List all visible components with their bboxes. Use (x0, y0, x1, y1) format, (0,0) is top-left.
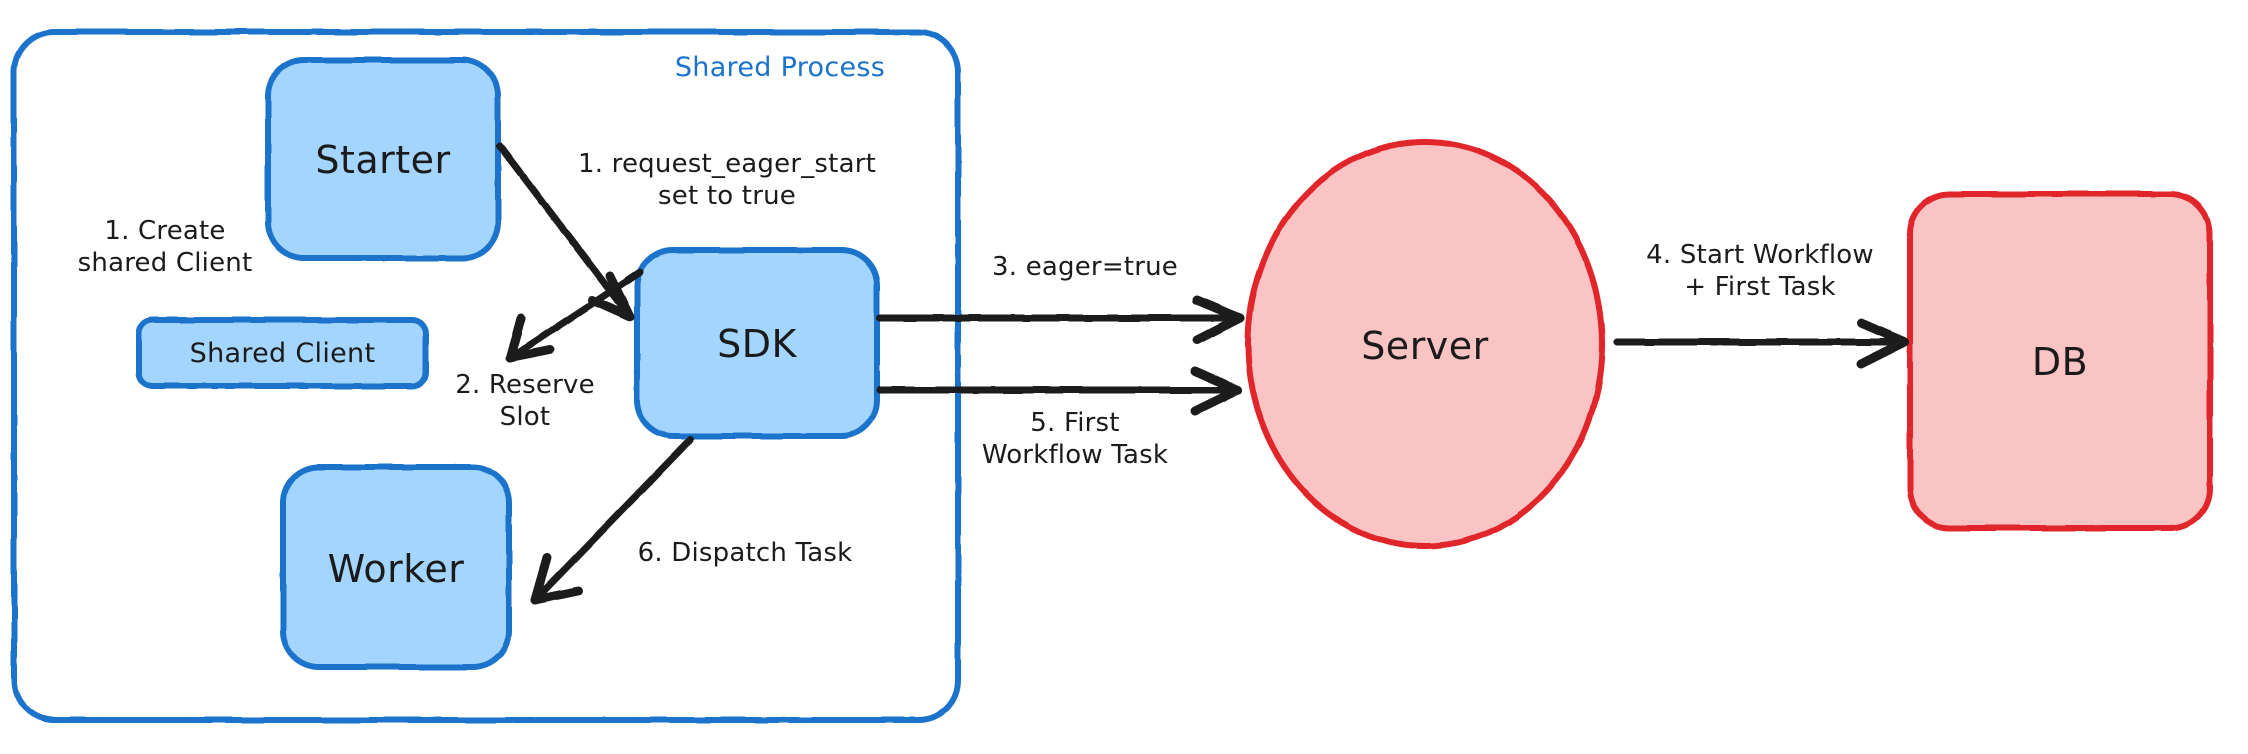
node-sdk-shape (634, 247, 880, 439)
node-shared-client[interactable] (139, 320, 426, 386)
node-sdk[interactable] (637, 250, 877, 436)
node-worker[interactable] (283, 467, 509, 667)
edge-sdk-to-worker-reserve-slot-arrow (505, 268, 644, 363)
edge-label-request-eager-start: 1. request_eager_start set to true (578, 149, 876, 211)
edge-sdk-to-server-eager-arrow (876, 295, 1245, 345)
edge-sdk-to-worker-dispatch-task-arrow (530, 436, 694, 605)
shared-process-group (11, 29, 961, 723)
node-db[interactable] (1910, 194, 2210, 528)
edge-sdk-to-server-first-workflow-task-arrow (876, 366, 1243, 416)
edge-label-eager-true: 3. eager=true (992, 252, 1178, 282)
node-worker-shape (280, 464, 512, 670)
node-starter[interactable] (268, 60, 498, 258)
node-sdk-label: SDK (717, 322, 797, 366)
shared-process-label: Shared Process (674, 52, 886, 83)
edge-label-dispatch-task: 6. Dispatch Task (637, 538, 853, 568)
edge-label-create-shared-client: 1. Create shared Client (77, 216, 253, 278)
node-starter-label: Starter (315, 138, 451, 182)
node-worker-label: Worker (327, 547, 465, 591)
edge-label-reserve-slot: 2. Reserve Slot (455, 370, 595, 432)
node-server-shape (1245, 139, 1605, 549)
node-db-shape (1907, 191, 2213, 531)
node-db-label: DB (2031, 340, 2089, 384)
edge-label-first-workflow-task: 5. First Workflow Task (981, 408, 1169, 470)
node-shared-client-label: Shared Client (189, 338, 376, 369)
node-server[interactable] (1248, 142, 1602, 546)
edge-label-start-workflow-first-task: 4. Start Workflow + First Task (1646, 240, 1874, 302)
node-shared-client-shape (136, 317, 429, 389)
node-server-label: Server (1361, 324, 1489, 368)
edge-server-to-db-start-workflow-arrow (1613, 318, 1910, 369)
